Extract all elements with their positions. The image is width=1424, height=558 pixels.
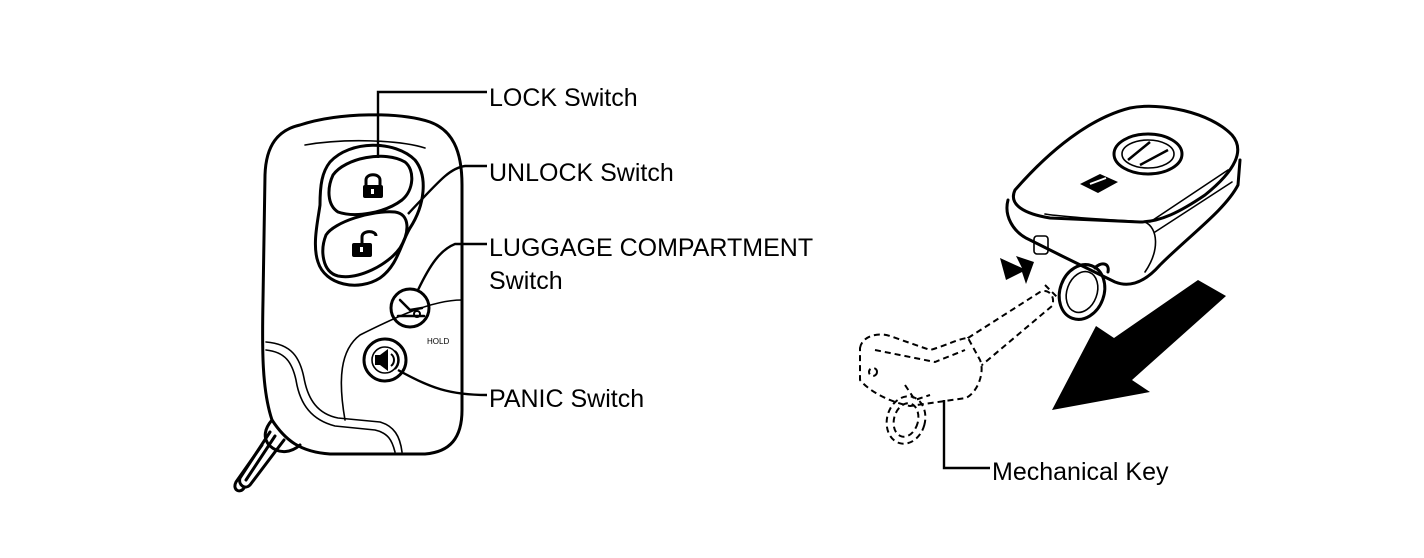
luggage-compartment-label-line1: LUGGAGE COMPARTMENT xyxy=(489,234,813,262)
luggage-compartment-button xyxy=(389,287,431,329)
release-arrow-icon xyxy=(1000,256,1034,284)
hold-label: HOLD xyxy=(427,337,449,346)
brand-logo xyxy=(1112,132,1184,176)
horn-icon xyxy=(375,349,400,371)
unlock-icon xyxy=(352,230,378,257)
mechanical-key xyxy=(859,290,1054,445)
panic-switch-label: PANIC Switch xyxy=(489,385,644,413)
pull-direction-arrow-icon xyxy=(1052,280,1226,410)
smart-key-front-view: HOLD xyxy=(233,113,464,493)
luggage-compartment-label-line2: Switch xyxy=(489,267,563,295)
lock-button xyxy=(327,154,414,216)
leader-lines-left xyxy=(376,90,488,397)
mechanical-key-label: Mechanical Key xyxy=(992,458,1169,486)
trunk-icon xyxy=(396,298,426,318)
smart-key-perspective-view xyxy=(1000,104,1242,321)
key-ring xyxy=(233,418,302,493)
panic-button xyxy=(362,337,408,383)
lock-icon xyxy=(363,173,383,198)
unlock-button xyxy=(321,210,409,279)
lock-switch-label: LOCK Switch xyxy=(489,84,638,112)
unlock-switch-label: UNLOCK Switch xyxy=(489,159,674,187)
mechanical-key-leader xyxy=(942,400,990,470)
